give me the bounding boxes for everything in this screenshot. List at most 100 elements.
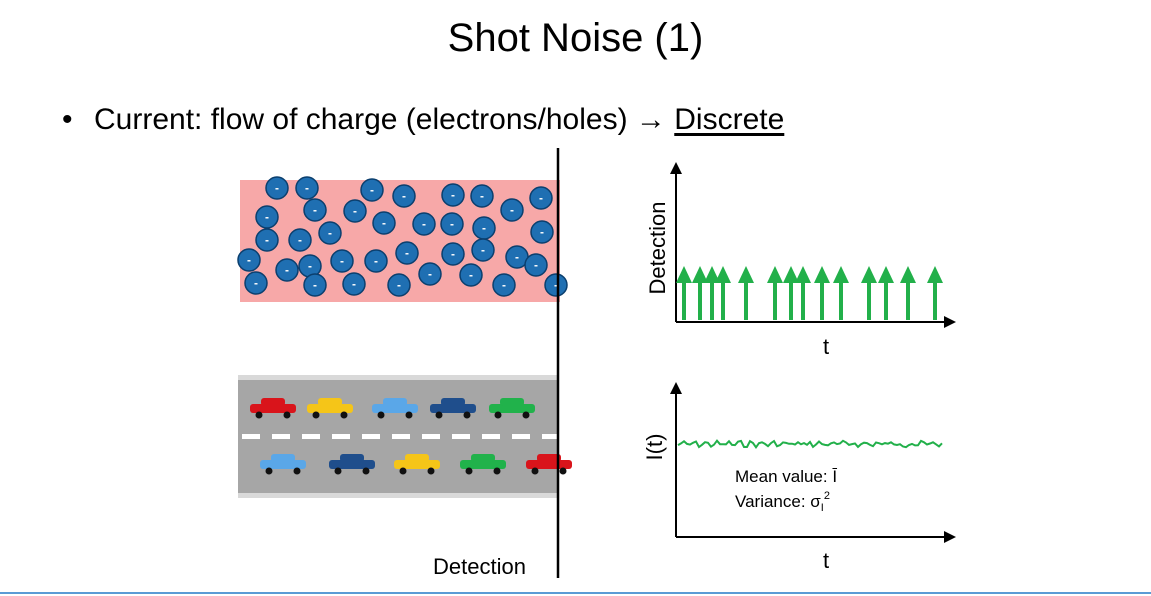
electron: - [303,273,327,297]
svg-text:-: - [352,277,356,291]
electron: - [318,221,342,245]
electron: - [342,272,366,296]
car-icon [526,454,572,475]
electron: - [288,228,312,252]
lane-divider [242,434,560,439]
lane-dash [362,434,380,439]
electron: - [418,262,442,286]
detection-event-arrow [795,266,811,320]
electron: - [529,186,553,210]
electron: - [395,241,419,265]
electron: - [298,254,322,278]
lane-dash [392,434,410,439]
detection-event-arrow [900,266,916,320]
top-plot-y-arrow-icon [670,162,682,174]
bottom-plot-x-arrow-icon [944,531,956,543]
electron: - [524,253,548,277]
svg-text:-: - [340,254,344,268]
variance-symbol: σ [810,492,821,511]
lane-dash [512,434,530,439]
svg-text:-: - [247,253,251,267]
svg-text:-: - [428,267,432,281]
svg-text:-: - [502,278,506,292]
svg-text:-: - [540,225,544,239]
svg-text:-: - [374,254,378,268]
detection-event-arrow [676,266,692,320]
lane-dash [422,434,440,439]
detection-event-arrows [676,266,943,320]
svg-text:-: - [305,181,309,195]
electron: - [372,211,396,235]
electron: - [265,176,289,200]
svg-text:-: - [405,246,409,260]
lane-dash [542,434,560,439]
svg-text:-: - [450,217,454,231]
svg-text:-: - [353,204,357,218]
lane-dash [242,434,260,439]
detection-event-arrow [861,266,877,320]
bottom-plot-y-label: I(t) [642,434,667,461]
electron: - [472,216,496,240]
top-plot-x-label: t [823,334,829,359]
electron: - [492,273,516,297]
electron: - [471,238,495,262]
svg-text:-: - [402,189,406,203]
svg-text:-: - [451,247,455,261]
svg-text:-: - [515,250,519,264]
svg-text:-: - [254,276,258,290]
detection-event-arrow [814,266,830,320]
svg-text:-: - [265,210,269,224]
detection-event-arrow [783,266,799,320]
bottom-plot-x-label: t [823,548,829,573]
detection-event-arrow [833,266,849,320]
car-icon [394,454,440,475]
footer-rule [0,592,1151,594]
car-icon [489,398,535,419]
car-icon [307,398,353,419]
car-group [250,398,572,475]
variance-subscript: I [821,502,824,514]
detection-event-arrow [927,266,943,320]
electron: - [303,198,327,222]
svg-text:-: - [298,233,302,247]
electron: - [530,220,554,244]
svg-text:-: - [313,278,317,292]
svg-text:-: - [510,203,514,217]
current-plot: I(t) t Mean value: Ī Variance: σI2 [642,382,956,573]
svg-text:-: - [313,203,317,217]
svg-text:-: - [275,181,279,195]
svg-text:-: - [534,258,538,272]
variance-label: Variance: [735,492,810,511]
current-noise-trace [677,439,943,450]
electron: - [255,205,279,229]
lane-dash [482,434,500,439]
bullet-current-definition: •Current: flow of charge (electrons/hole… [62,100,784,140]
electron: - [275,258,299,282]
svg-text:-: - [285,263,289,277]
electron: - [360,178,384,202]
electron: - [295,176,319,200]
detection-event-arrow [692,266,708,320]
svg-text:-: - [308,259,312,273]
electron: - [500,198,524,222]
svg-text:-: - [397,278,401,292]
car-icon [460,454,506,475]
electron: - [459,263,483,287]
lane-dash [332,434,350,439]
top-plot-x-arrow-icon [944,316,956,328]
detection-line-label: Detection [433,554,526,579]
svg-text:-: - [451,188,455,202]
svg-text:-: - [482,221,486,235]
electron: - [441,242,465,266]
svg-text:-: - [382,216,386,230]
car-icon [372,398,418,419]
electron: - [364,249,388,273]
car-icon [430,398,476,419]
detection-event-arrow [704,266,720,320]
detection-event-arrow [767,266,783,320]
svg-text:-: - [469,268,473,282]
electron: - [330,249,354,273]
lane-dash [452,434,470,439]
mean-value-label: Mean value: [735,467,832,486]
svg-text:-: - [265,233,269,247]
